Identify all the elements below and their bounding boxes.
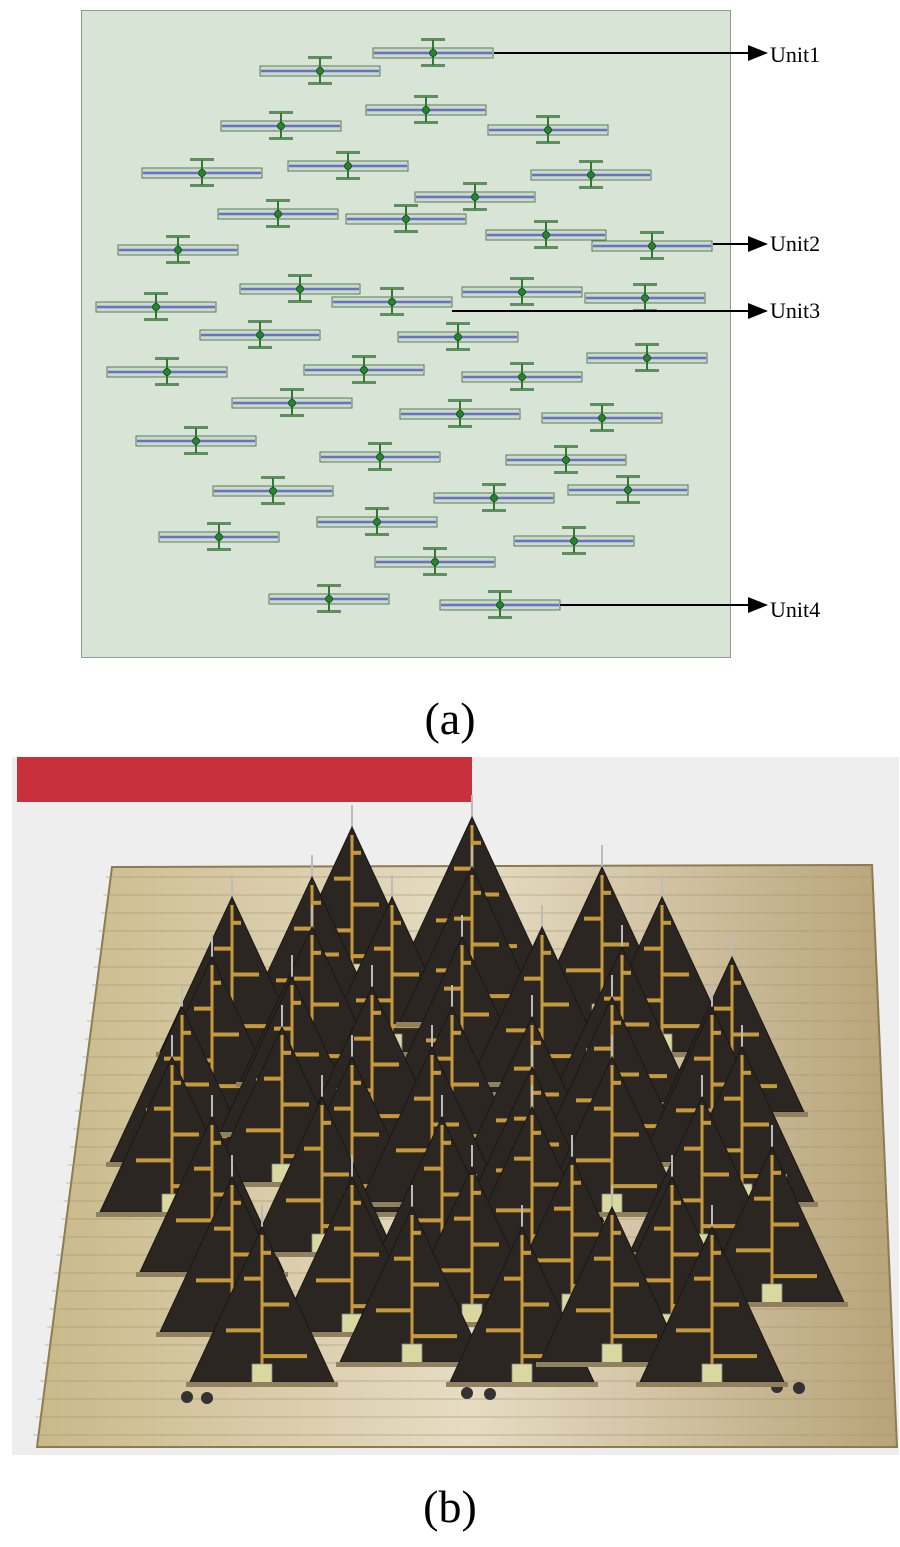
dipole-element <box>439 590 561 619</box>
triangular-antenna <box>536 1185 688 1367</box>
dipole-element <box>584 283 706 312</box>
red-box <box>17 757 472 802</box>
dipole-element <box>287 151 409 180</box>
dipole-element <box>567 475 689 504</box>
dipole-element <box>365 95 487 124</box>
photo-fabricated-array <box>12 757 899 1455</box>
label-unit1: Unit1 <box>770 42 821 67</box>
dipole-element <box>374 547 496 576</box>
triangular-antenna <box>186 1205 338 1387</box>
dipole-element <box>399 399 521 428</box>
array-layout <box>95 38 768 619</box>
caption-b: (b) <box>423 1481 477 1532</box>
dipole-element <box>461 362 583 391</box>
dipole-element <box>591 231 713 260</box>
dipole-element <box>231 388 353 417</box>
dipole-element <box>303 355 425 384</box>
dipole-element <box>487 115 609 144</box>
dipole-element <box>586 343 708 372</box>
dipole-element <box>95 292 217 321</box>
dipole-element <box>268 584 390 613</box>
dipole-element <box>199 320 321 349</box>
dipole-element <box>141 158 263 187</box>
dipole-element <box>485 220 607 249</box>
label-unit3: Unit3 <box>770 298 821 323</box>
mounting-hole <box>793 1382 805 1394</box>
triangular-antenna <box>696 1125 848 1307</box>
dipole-element <box>239 274 361 303</box>
mounting-hole <box>201 1392 213 1404</box>
dipole-element <box>414 182 536 211</box>
caption-a: (a) <box>424 693 476 744</box>
dipole-element <box>513 526 635 555</box>
dipole-element <box>505 445 627 474</box>
dipole-element <box>461 277 583 306</box>
label-unit2: Unit2 <box>770 231 821 256</box>
mounting-hole <box>461 1387 473 1399</box>
photo-illustration <box>17 757 899 1448</box>
dipole-element <box>259 56 381 85</box>
dipole-element <box>316 507 438 536</box>
label-unit4: Unit4 <box>770 597 821 622</box>
dipole-element <box>319 442 441 471</box>
dipole-element <box>217 199 339 228</box>
dipole-element <box>372 38 494 67</box>
dipole-element <box>397 322 519 351</box>
dipole-element <box>158 522 280 551</box>
dipole-element <box>135 426 257 455</box>
dipole-element <box>530 160 652 189</box>
figure-a: Unit1 Unit2 Unit3 Unit4 <box>0 0 900 680</box>
triangular-antenna <box>336 1185 488 1367</box>
mounting-hole <box>181 1391 193 1403</box>
dipole-element <box>106 357 228 386</box>
dipole-element <box>541 403 663 432</box>
dipole-element <box>220 111 342 140</box>
triangular-antenna <box>636 1205 788 1387</box>
dipole-element <box>433 483 555 512</box>
dipole-element <box>117 235 239 264</box>
mounting-hole <box>484 1388 496 1400</box>
dipole-element <box>331 287 453 316</box>
dipole-element <box>345 204 467 233</box>
dipole-element <box>212 476 334 505</box>
